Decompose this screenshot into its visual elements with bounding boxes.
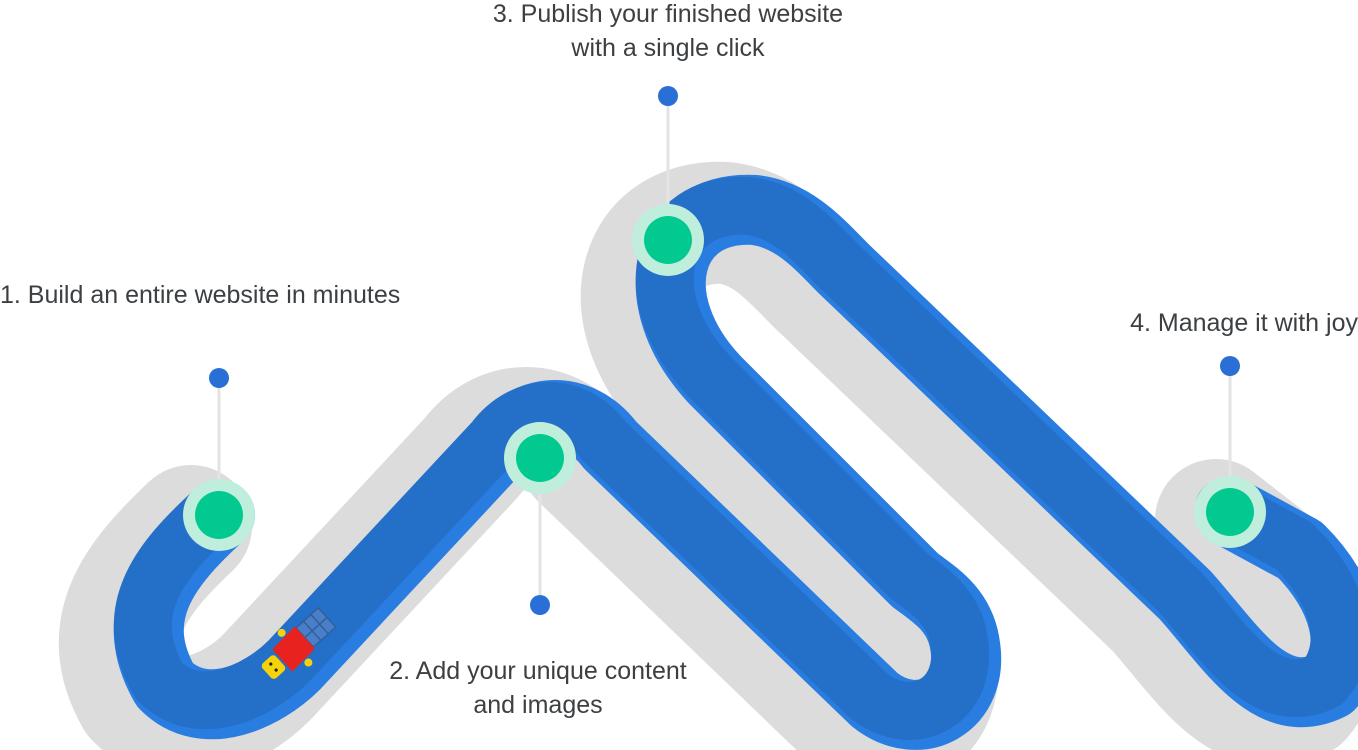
step-4-label: 4. Manage it with joy xyxy=(1100,306,1358,340)
step-3-line-2: with a single click xyxy=(571,34,765,62)
toy-figure-icon xyxy=(261,606,337,679)
pin-dot-4 xyxy=(1220,356,1240,376)
milestone-1 xyxy=(183,479,255,551)
pin-dot-2 xyxy=(530,595,550,615)
step-3-line-1: 3. Publish your finished website xyxy=(492,0,844,28)
milestone-3 xyxy=(632,204,704,276)
step-1-label: 1. Build an entire website in minutes xyxy=(0,278,400,312)
step-2-line-1: 2. Add your unique content xyxy=(389,657,687,685)
milestone-4 xyxy=(1194,476,1266,548)
step-2-label: 2. Add your unique content and images xyxy=(372,654,704,722)
milestone-2 xyxy=(504,422,576,494)
step-3-label: 3. Publish your finished website with a … xyxy=(468,0,868,65)
road xyxy=(113,176,1358,740)
step-1-line-1: 1. Build an entire website in minutes xyxy=(0,281,401,309)
pin-dot-3 xyxy=(658,86,678,106)
pin-dot-1 xyxy=(209,368,229,388)
step-2-line-2: and images xyxy=(473,691,603,719)
step-4-line-1: 4. Manage it with joy xyxy=(1130,309,1358,337)
